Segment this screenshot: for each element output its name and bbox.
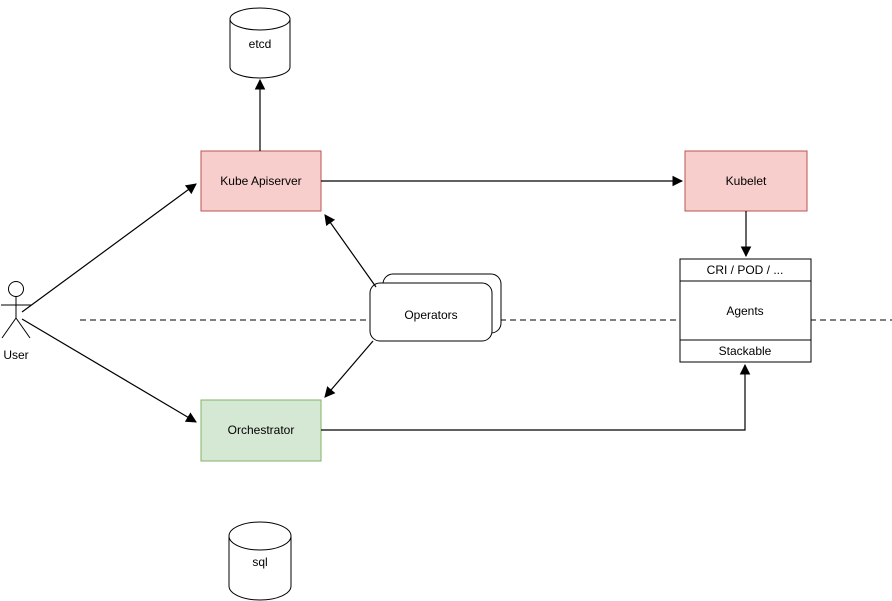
edge-orchestrator-to-agents[interactable] — [321, 363, 751, 431]
edge-operators-to-orchestrator[interactable] — [324, 340, 374, 398]
etcd-cylinder-icon — [229, 19, 291, 79]
node-orchestrator[interactable]: Orchestrator — [200, 399, 322, 462]
user-actor[interactable]: User — [1, 281, 31, 363]
edge-user-to-apiserver[interactable] — [21, 183, 197, 313]
user-label: User — [3, 348, 28, 362]
agents-header-label: CRI / POD / ... — [707, 263, 784, 277]
orchestrator-label: Orchestrator — [228, 423, 295, 437]
etcd-cylinder-top-icon — [229, 7, 291, 31]
node-kube-apiserver[interactable]: Kube Apiserver — [200, 150, 322, 212]
sql-cylinder-top-icon — [228, 521, 292, 551]
agents-footer-label: Stackable — [719, 344, 772, 358]
sql-cylinder-icon — [228, 536, 292, 601]
node-kubelet[interactable]: Kubelet — [684, 150, 808, 212]
etcd-label: etcd — [249, 37, 272, 51]
edge-user-to-orchestrator[interactable] — [21, 318, 197, 423]
node-agents[interactable]: CRI / POD / ... Agents Stackable — [679, 258, 812, 363]
edge-operators-to-apiserver[interactable] — [324, 214, 377, 288]
kube-apiserver-label: Kube Apiserver — [220, 174, 301, 188]
sql-label: sql — [252, 555, 267, 569]
actor-figure-icon — [1, 281, 31, 339]
node-etcd[interactable]: etcd — [229, 7, 291, 79]
agents-body-label: Agents — [726, 304, 763, 318]
kubelet-box — [684, 150, 808, 212]
agents-box — [679, 258, 812, 363]
kubelet-label: Kubelet — [726, 174, 767, 188]
orchestrator-box — [200, 399, 322, 462]
node-sql[interactable]: sql — [228, 521, 292, 601]
node-operators[interactable]: Operators — [369, 273, 502, 342]
operators-front-card — [369, 282, 493, 342]
operators-label: Operators — [404, 308, 457, 322]
